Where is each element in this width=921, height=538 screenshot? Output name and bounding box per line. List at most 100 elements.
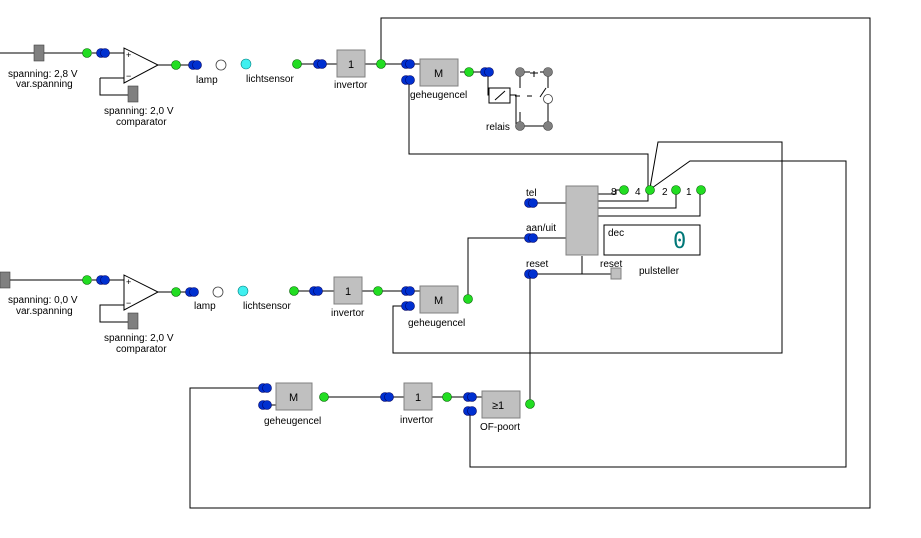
wire [469,160,847,468]
output-connector[interactable] [373,286,383,296]
relay-terminal[interactable] [515,67,525,77]
memory-cell-block[interactable] [419,285,459,314]
row1-comparator: + − spanning: 2,0 V comparator [104,47,174,128]
input-connector[interactable] [192,60,202,70]
row2-variable-voltage: spanning: 0,0 V var.spanning [0,271,78,317]
comparator-slider-handle[interactable] [127,312,139,330]
comparator-minus-sign: − [126,71,131,81]
counter-input-reset-label: reset [526,259,548,270]
lamp-icon [212,286,224,298]
input-connector[interactable] [484,67,494,77]
input-connector[interactable] [262,383,272,393]
comparator-minus-sign: − [126,298,131,308]
or-gate-block[interactable] [481,390,521,419]
relay-terminal[interactable] [543,67,553,77]
comparator-voltage-label: spanning: 2,0 V [104,106,174,117]
light-sensor-icon [237,285,249,297]
counter-aan-uit-input[interactable] [528,233,538,243]
wire [510,94,549,127]
counter-tel-input[interactable] [528,198,538,208]
input-connector[interactable] [405,59,415,69]
wire [99,304,128,323]
output-connector[interactable] [525,399,535,409]
counter-block[interactable] [565,185,599,256]
decimal-display-label: dec [608,228,624,239]
memory-cell-block[interactable] [419,58,459,87]
input-connector[interactable] [405,286,415,296]
invertor-block[interactable] [336,49,366,78]
wire [598,190,701,217]
invertor-symbol: 1 [415,392,421,404]
wire [408,80,649,188]
decimal-display [603,224,701,256]
reset-button[interactable] [610,267,622,280]
row1-variable-voltage: spanning: 2,8 V var.spanning [8,44,78,90]
comparator-triangle [123,274,160,311]
output-connector[interactable] [171,287,181,297]
counter-bit8-output[interactable] [619,185,629,195]
relay-terminal-open[interactable] [543,94,553,104]
counter-reset-input[interactable] [528,269,538,279]
relay-terminal[interactable] [515,121,525,131]
row3-memory-cell: M geheugencel [264,382,321,427]
row2-memory-cell: M geheugencel [408,285,465,329]
output-connector[interactable] [82,48,92,58]
output-connector[interactable] [463,294,473,304]
counter-bit1-output[interactable] [696,185,706,195]
memory-cell-block[interactable] [275,382,313,411]
input-connector[interactable] [384,392,394,402]
output-connector[interactable] [464,67,474,77]
slider-sublabel: var.spanning [16,306,73,317]
memory-cell-symbol: M [289,392,298,404]
counter-bit2-output[interactable] [671,185,681,195]
input-connector[interactable] [405,75,415,85]
input-connector[interactable] [313,286,323,296]
output-connector[interactable] [442,392,452,402]
voltage-slider-handle[interactable] [33,44,45,62]
reset-button-label: reset [600,259,622,270]
input-connector[interactable] [189,287,199,297]
light-sensor-label: lichtsensor [243,301,291,312]
comparator-slider-handle[interactable] [127,85,139,103]
counter-bit4-output[interactable] [645,185,655,195]
light-sensor-label: lichtsensor [246,74,294,85]
comparator-label: comparator [116,117,167,128]
invertor-label: invertor [400,415,434,426]
memory-cell-label: geheugencel [264,416,321,427]
voltage-slider-handle[interactable] [0,271,11,289]
input-connector[interactable] [467,392,477,402]
invertor-label: invertor [334,80,368,91]
input-connector[interactable] [100,275,110,285]
relay-switch-icon [539,87,547,98]
relay-terminal[interactable] [543,121,553,131]
slider-label: spanning: 0,0 V [8,295,78,306]
pulse-counter: tel aan/uit reset 8 4 2 1 dec 0 reset pu… [524,185,706,280]
row3-invertor: 1 invertor [400,382,434,426]
output-connector[interactable] [292,59,302,69]
input-connector[interactable] [262,400,272,410]
memory-cell-symbol: M [434,295,443,307]
invertor-block[interactable] [403,382,433,411]
row2-comparator: + − spanning: 2,0 V comparator [104,274,174,355]
invertor-symbol: 1 [348,59,354,71]
output-connector[interactable] [376,59,386,69]
relay-coil-slash [494,90,506,101]
invertor-label: invertor [331,308,365,319]
input-connector[interactable] [317,59,327,69]
output-connector[interactable] [289,286,299,296]
counter-input-tel-label: tel [526,188,537,199]
wire [392,141,783,354]
invertor-block[interactable] [333,276,363,305]
input-connector[interactable] [467,406,477,416]
output-connector[interactable] [319,392,329,402]
input-connector[interactable] [100,48,110,58]
output-connector[interactable] [82,275,92,285]
row1-relay: relais [486,67,553,133]
input-connector[interactable] [405,301,415,311]
memory-cell-label: geheugencel [408,318,465,329]
relay-label: relais [486,122,510,133]
output-connector[interactable] [171,60,181,70]
comparator-plus-sign: + [126,50,131,60]
